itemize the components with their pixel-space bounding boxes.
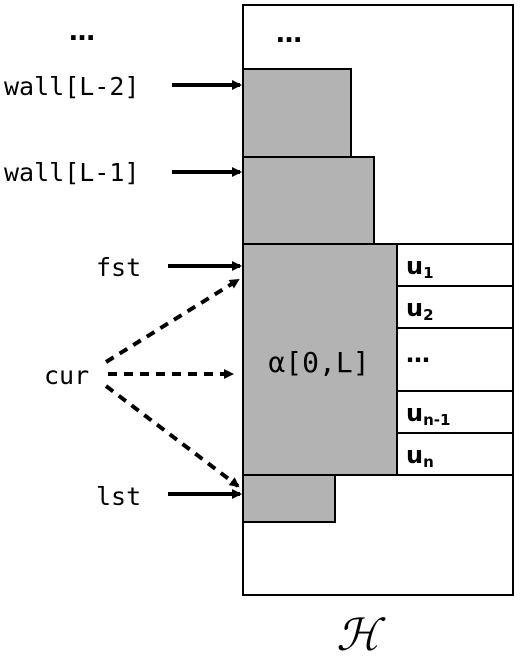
- u-label-1: u1: [406, 252, 434, 282]
- cur-arrow-up: [104, 278, 240, 364]
- u-cells: [396, 243, 514, 476]
- ellipsis-left: …: [69, 17, 95, 47]
- ellipsis-heap: …: [276, 19, 302, 49]
- u-label-n: un: [406, 441, 434, 471]
- u-cell-n-1: [396, 390, 514, 434]
- alpha-label: α[0,L]: [268, 346, 369, 379]
- cur-arrow-down: [104, 384, 240, 488]
- wall-l2-label: wall[L-2]: [4, 72, 139, 101]
- alpha-block: [242, 243, 398, 476]
- u-label-ellipsis: …: [406, 340, 430, 368]
- fst-label: fst: [96, 253, 141, 282]
- cur-label: cur: [44, 361, 89, 390]
- u-label-2: u2: [406, 294, 434, 324]
- u-cell-2: [396, 285, 514, 329]
- heap-symbol: ℋ: [336, 610, 386, 661]
- lst-block: [242, 474, 336, 523]
- lst-label: lst: [96, 482, 141, 511]
- wall-l1-label: wall[L-1]: [4, 158, 139, 187]
- u-label-n-1: un-1: [406, 399, 450, 429]
- u-cell-n: [396, 432, 514, 476]
- wall-l2-block: [242, 68, 352, 158]
- wall-l1-block: [242, 156, 375, 245]
